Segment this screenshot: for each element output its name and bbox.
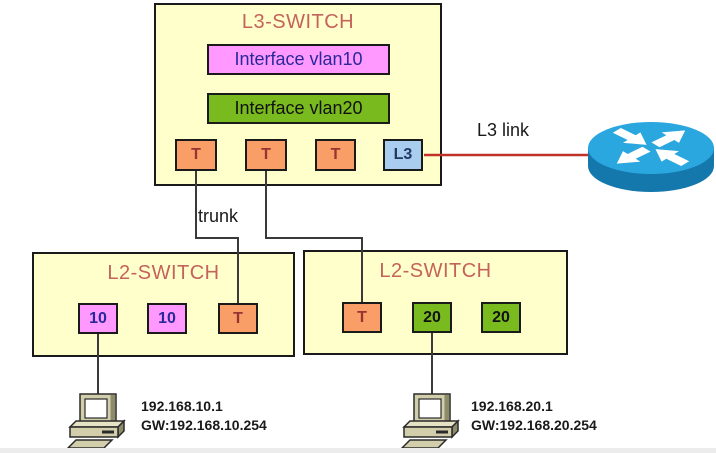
l2-right-vlan20-port-2: 20 <box>481 302 521 333</box>
host-2-address-block: 192.168.20.1 GW:192.168.20.254 <box>471 397 597 435</box>
l2-left-trunk-port: T <box>218 303 258 334</box>
l2-right-trunk-port: T <box>342 302 382 333</box>
l3-link-label: L3 link <box>477 120 530 140</box>
l3-switch-l3-port: L3 <box>383 139 423 171</box>
host-1-address-block: 192.168.10.1 GW:192.168.10.254 <box>141 397 267 435</box>
interface-vlan10-label: Interface vlan10 <box>207 44 390 75</box>
l3-switch-trunk-port-3: T <box>315 139 356 171</box>
l3-switch-trunk-port-2: T <box>245 139 287 171</box>
l3-switch-title: L3-SWITCH <box>241 11 355 33</box>
l3-switch-trunk-port-1: T <box>175 139 217 171</box>
interface-vlan20-label: Interface vlan20 <box>207 93 390 124</box>
l2-switch-left-title: L2-SWITCH <box>107 262 220 284</box>
screenshot-bottom-edge <box>0 448 716 453</box>
host-2-ip: 192.168.20.1 <box>471 398 553 414</box>
host-1-gateway: GW:192.168.10.254 <box>141 417 267 433</box>
l2-left-vlan10-port-1: 10 <box>78 303 118 334</box>
trunk-label: trunk <box>198 206 239 226</box>
router-icon <box>586 121 716 198</box>
l2-switch-right-title: L2-SWITCH <box>379 260 492 282</box>
host-1-ip: 192.168.10.1 <box>141 398 223 414</box>
host-2-gateway: GW:192.168.20.254 <box>471 417 597 433</box>
l2-left-vlan10-port-2: 10 <box>147 303 187 334</box>
host-pc-icon-2 <box>400 390 464 453</box>
host-pc-icon-1 <box>66 390 130 453</box>
l2-right-vlan20-port-1: 20 <box>412 302 452 333</box>
